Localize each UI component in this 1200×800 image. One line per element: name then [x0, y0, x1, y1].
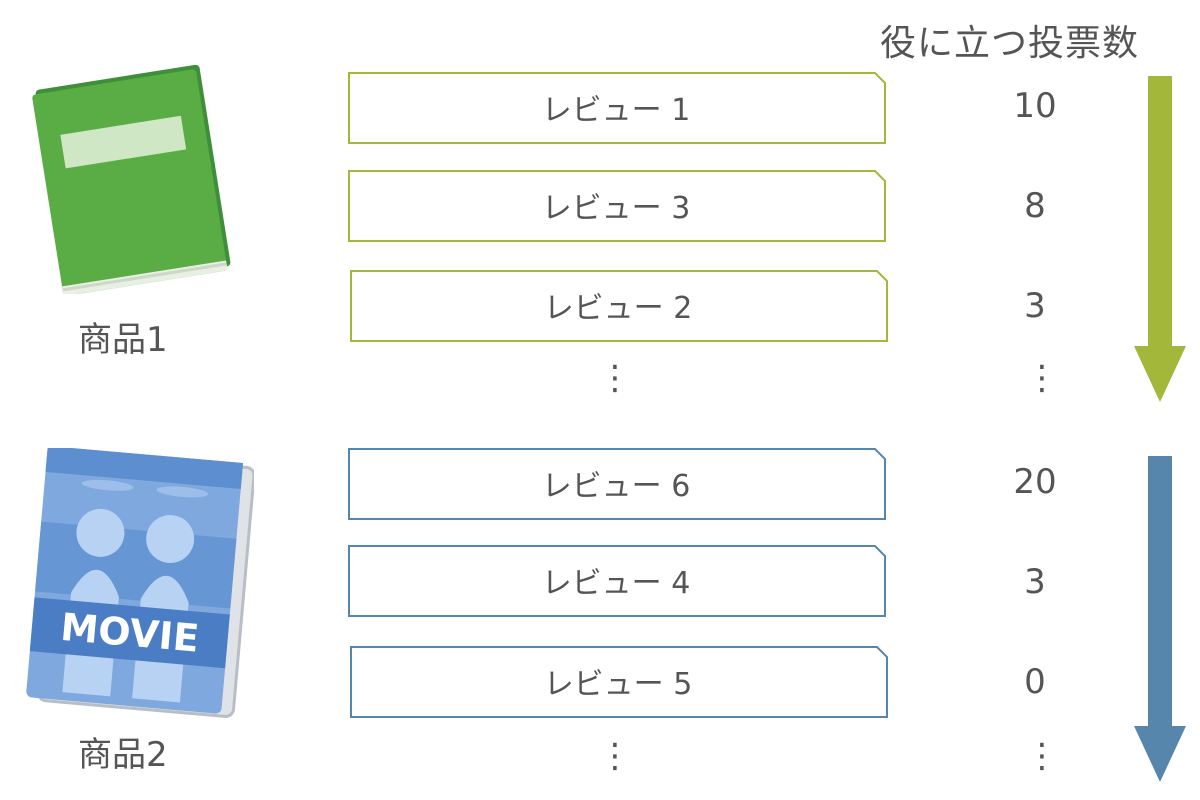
- vote-count: 8: [1024, 186, 1046, 226]
- product-2-label: 商品2: [78, 735, 168, 775]
- review-label: レビュー 2: [543, 291, 693, 326]
- review-card[interactable]: レビュー 3: [348, 170, 886, 242]
- movie-dvd-icon: MOVIE: [14, 445, 256, 727]
- vote-count: 3: [1024, 286, 1046, 326]
- vote-count: 10: [1013, 86, 1057, 126]
- vote-count: 20: [1013, 462, 1057, 502]
- review-label: レビュー 5: [543, 667, 693, 702]
- review-card[interactable]: レビュー 2: [350, 270, 888, 342]
- more-votes-ellipsis: ⋮: [1025, 736, 1059, 776]
- sort-descending-arrow-icon: [1134, 456, 1186, 782]
- review-card[interactable]: レビュー 5: [350, 646, 888, 718]
- review-label: レビュー 6: [541, 469, 691, 504]
- review-label: レビュー 4: [541, 566, 691, 601]
- review-label: レビュー 1: [541, 93, 691, 128]
- review-card[interactable]: レビュー 1: [348, 72, 886, 144]
- review-label: レビュー 3: [541, 191, 691, 226]
- green-book-icon: [28, 62, 238, 298]
- review-card[interactable]: レビュー 6: [348, 448, 886, 520]
- sort-descending-arrow-icon: [1134, 76, 1186, 402]
- vote-count: 3: [1024, 562, 1046, 602]
- votes-column-title: 役に立つ投票数: [880, 23, 1140, 64]
- product-1-label: 商品1: [78, 320, 168, 360]
- vote-count: 0: [1024, 662, 1046, 702]
- review-card[interactable]: レビュー 4: [348, 545, 886, 617]
- more-reviews-ellipsis: ⋮: [598, 358, 632, 398]
- more-votes-ellipsis: ⋮: [1025, 358, 1059, 398]
- more-reviews-ellipsis: ⋮: [598, 736, 632, 776]
